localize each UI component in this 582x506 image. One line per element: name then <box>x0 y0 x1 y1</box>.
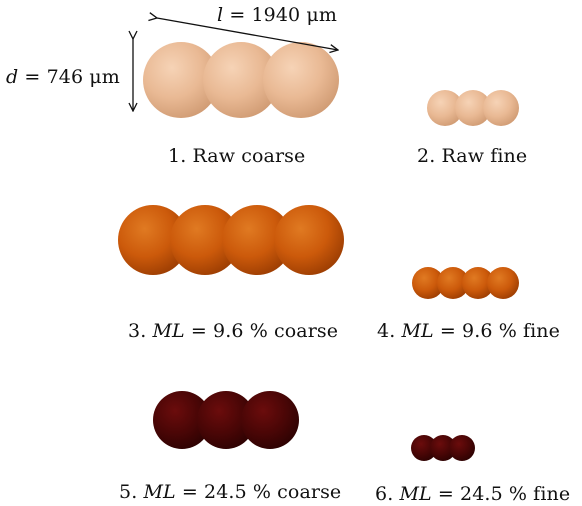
caption-text: = 24.5 % fine <box>431 483 571 505</box>
length-value: = 1940 μm <box>223 4 337 26</box>
caption-text: = 9.6 % coarse <box>184 320 339 342</box>
sphere <box>263 42 339 118</box>
caption-sample-2: 2. Raw fine <box>417 145 527 167</box>
sphere <box>437 267 469 299</box>
sphere <box>241 391 299 449</box>
sphere <box>197 391 255 449</box>
caption-number: 1. <box>168 145 187 167</box>
caption-text: = 9.6 % fine <box>433 320 560 342</box>
sphere <box>118 205 188 275</box>
length-arrow <box>157 18 338 50</box>
caption-sample-6: 6. ML = 24.5 % fine <box>375 483 570 505</box>
particle-chain-4 <box>412 267 519 299</box>
sphere <box>462 267 494 299</box>
caption-number: 4. <box>377 320 396 342</box>
sphere <box>455 90 491 126</box>
sphere <box>487 267 519 299</box>
caption-symbol: ML <box>143 481 176 503</box>
sphere <box>170 205 240 275</box>
particle-chain-2 <box>427 90 519 126</box>
diameter-symbol: d <box>6 66 19 88</box>
sphere <box>427 90 463 126</box>
diameter-value: = 746 μm <box>18 66 120 88</box>
caption-sample-1: 1. Raw coarse <box>168 145 305 167</box>
sphere <box>153 391 211 449</box>
sphere <box>274 205 344 275</box>
particle-chain-6 <box>411 435 475 461</box>
particle-chain-1 <box>143 42 339 118</box>
caption-number: 5. <box>119 481 138 503</box>
caption-text: = 24.5 % coarse <box>175 481 342 503</box>
caption-sample-4: 4. ML = 9.6 % fine <box>377 320 560 342</box>
caption-text: Raw coarse <box>192 145 306 167</box>
sphere <box>203 42 279 118</box>
particle-chain-3 <box>118 205 344 275</box>
sphere <box>143 42 219 118</box>
particle-chain-5 <box>153 391 299 449</box>
sphere <box>483 90 519 126</box>
sphere <box>430 435 456 461</box>
particle-chains <box>118 42 519 461</box>
caption-number: 2. <box>417 145 436 167</box>
length-symbol: l <box>217 4 224 26</box>
sphere <box>411 435 437 461</box>
caption-symbol: ML <box>401 320 434 342</box>
caption-sample-3: 3. ML = 9.6 % coarse <box>128 320 338 342</box>
sphere <box>222 205 292 275</box>
sphere <box>449 435 475 461</box>
caption-number: 3. <box>128 320 147 342</box>
caption-symbol: ML <box>399 483 432 505</box>
caption-number: 6. <box>375 483 394 505</box>
length-label: l = 1940 μm <box>217 4 337 26</box>
diameter-label: d = 746 μm <box>6 66 120 88</box>
caption-sample-5: 5. ML = 24.5 % coarse <box>119 481 341 503</box>
caption-text: Raw fine <box>441 145 528 167</box>
sphere <box>412 267 444 299</box>
caption-symbol: ML <box>152 320 185 342</box>
